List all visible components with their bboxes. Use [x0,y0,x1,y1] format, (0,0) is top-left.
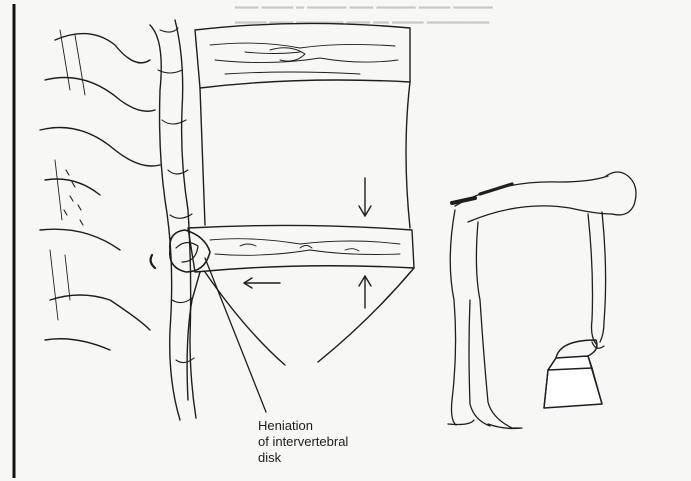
bending-figure [448,172,636,429]
back-muscle-tissue [40,34,160,350]
spinal-cord-canal [150,25,180,420]
herniation-direction-arrow [244,278,280,288]
lumbar-stress-highlight [452,198,475,203]
weight-block [544,340,602,408]
intervertebral-disk [188,225,414,272]
compression-arrow-down [359,178,371,216]
lower-vertebra [205,268,414,365]
figure-back [455,176,608,206]
herniation-label-line-1: Heniation [258,418,348,434]
figure-arm [588,212,606,344]
figure-legs [450,210,520,428]
spine-section [40,20,414,420]
herniation-label: Heniation of intervertebral disk [258,418,348,466]
vertebral-body-outline [200,82,410,228]
herniation-label-line-2: of intervertebral [258,434,348,450]
figure-head [606,172,636,215]
spine-stress-highlight [480,184,512,194]
herniation-label-line-3: disk [258,450,348,466]
compression-arrow-up [359,276,371,308]
label-leader-line [205,258,266,412]
